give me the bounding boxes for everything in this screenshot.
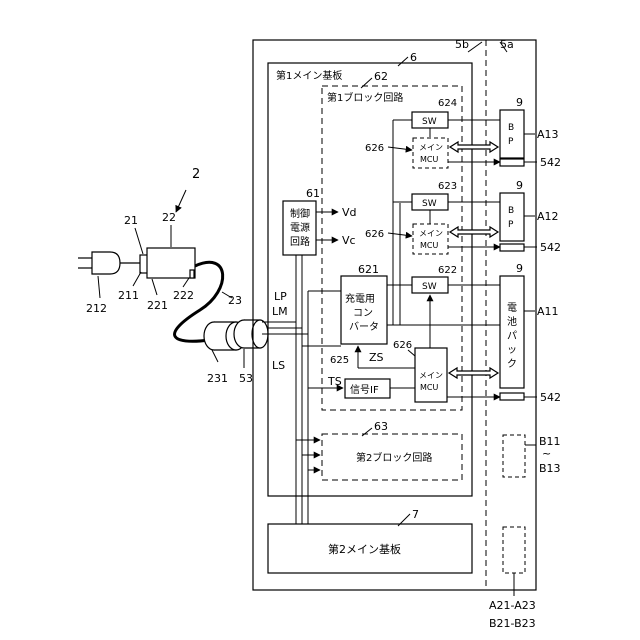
label-23: 23 [228, 294, 242, 307]
battery-pack-a12 [500, 193, 524, 241]
label-9-mid: 9 [516, 179, 523, 192]
label-624: 624 [438, 98, 457, 109]
battery-pack-a13 [500, 110, 524, 158]
label-a21-a23: A21-A23 [489, 599, 536, 612]
mcu-middle-main: メイン [419, 229, 443, 238]
label-62: 62 [374, 70, 388, 83]
lp-label: LP [274, 290, 287, 303]
battery-pack-char-5: ク [507, 358, 517, 370]
charger-line-2: コン [353, 308, 373, 319]
battery-pack-char-4: ッ [507, 345, 517, 356]
ctrl-power-line-1: 制御 [290, 207, 310, 220]
bp-a13-b: B [508, 123, 514, 133]
housing-outline [253, 40, 536, 590]
label-61: 61 [306, 187, 320, 200]
label-63: 63 [374, 420, 388, 433]
ctrl-power-line-2: 電源 [290, 221, 310, 234]
label-9-bottom: 9 [516, 262, 523, 275]
label-622: 622 [438, 265, 457, 276]
switch-622-label: SW [422, 282, 437, 292]
terminal-542-bottom [500, 393, 524, 400]
bp-a12-b: B [508, 206, 514, 216]
charger-line-1: 充電用 [345, 292, 375, 305]
label-5b: 5b [455, 38, 469, 51]
mcu-upper-main: メイン [419, 143, 443, 152]
label-231: 231 [207, 372, 228, 385]
label-212: 212 [86, 302, 107, 315]
battery-pack-char-2: 池 [507, 315, 517, 328]
ts-label: TS [327, 375, 342, 388]
label-626-top: 626 [365, 143, 384, 154]
switch-624-label: SW [422, 117, 437, 127]
label-542-mid: 542 [540, 241, 561, 254]
label-623: 623 [438, 181, 457, 192]
label-a11: A11 [537, 305, 559, 318]
block-circuit-1-label: 第1ブロック回路 [327, 91, 403, 104]
label-221: 221 [147, 299, 168, 312]
label-626-bottom: 626 [393, 340, 412, 351]
mcu-lower-mcu: MCU [420, 383, 438, 392]
label-b13: B13 [539, 462, 561, 475]
battery-pack-char-3: パ [507, 330, 517, 342]
terminal-542-top [500, 159, 524, 166]
switch-623-label: SW [422, 199, 437, 209]
slot-b11-b13 [503, 435, 525, 477]
label-621: 621 [358, 263, 379, 276]
main-board-2-label: 第2メイン基板 [328, 542, 401, 556]
terminal-542-mid [500, 244, 524, 251]
label-22: 22 [162, 211, 176, 224]
battery-pack-char-1: 電 [507, 302, 517, 314]
label-53: 53 [239, 372, 253, 385]
zs-label: ZS [369, 351, 384, 364]
mcu-lower-main: メイン [419, 371, 443, 380]
bp-a12-p: P [508, 220, 514, 230]
signal-if-label: 信号IF [350, 384, 379, 396]
label-222: 222 [173, 289, 194, 302]
label-a12: A12 [537, 210, 559, 223]
label-626-mid: 626 [365, 229, 384, 240]
label-625: 625 [330, 355, 349, 366]
main-board-1-label: 第1メイン基板 [276, 69, 342, 82]
vd-label: Vd [342, 206, 357, 219]
ls-label: LS [272, 359, 285, 372]
lm-label: LM [272, 305, 288, 318]
plug-body [92, 252, 120, 274]
slot-a21-b23 [503, 527, 525, 573]
label-7: 7 [412, 508, 419, 521]
charger-line-3: バータ [349, 321, 379, 333]
adapter-body [147, 248, 195, 278]
label-a13: A13 [537, 128, 559, 141]
bp-a13-p: P [508, 137, 514, 147]
label-tilde: ~ [542, 447, 551, 460]
ctrl-power-line-3: 回路 [290, 235, 310, 248]
label-542-top: 542 [540, 156, 561, 169]
label-211: 211 [118, 289, 139, 302]
label-6: 6 [410, 51, 417, 64]
label-fig-2: 2 [192, 167, 200, 182]
vc-label: Vc [342, 234, 356, 247]
label-9-top: 9 [516, 96, 523, 109]
label-b21-b23: B21-B23 [489, 617, 536, 630]
mcu-upper-mcu: MCU [420, 155, 438, 164]
block-circuit-2-label: 第2ブロック回路 [356, 451, 432, 464]
label-542-bottom: 542 [540, 391, 561, 404]
label-21: 21 [124, 214, 138, 227]
mcu-middle-mcu: MCU [420, 241, 438, 250]
